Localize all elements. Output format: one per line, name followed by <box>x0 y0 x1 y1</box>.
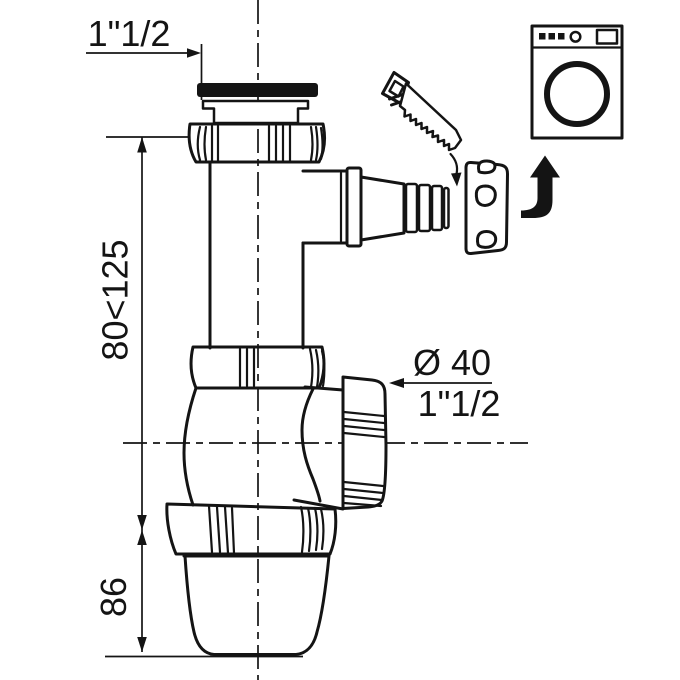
inlet-union-nut <box>187 122 327 164</box>
trap-body <box>182 385 345 511</box>
dim-inlet-thread: 1"1/2 <box>86 13 203 100</box>
outlet-diameter-label: Ø 40 <box>413 342 491 383</box>
control-buttons <box>539 33 565 40</box>
cup-nut-knurling <box>207 504 325 555</box>
siphon-drawing <box>165 83 450 656</box>
door-window <box>544 61 610 127</box>
inlet-thread-label: 1"1/2 <box>88 13 171 54</box>
outlet-thread-label: 1"1/2 <box>418 383 501 424</box>
outlet-nut-knurling <box>342 410 386 508</box>
program-knob <box>569 30 582 43</box>
dim-cup-height: 86 <box>93 530 303 658</box>
dim-height-range: 80<125 <box>95 136 189 652</box>
dim-outlet: Ø 40 1"1/2 <box>389 342 500 424</box>
branch-flange-ring <box>345 166 363 248</box>
machine-outlet-branch <box>301 166 450 248</box>
barb-ribs <box>404 182 450 234</box>
outlet-boss-top <box>303 385 345 392</box>
dimension-annotations: 1"1/2 80<125 86 Ø 40 1"1/2 <box>86 13 500 658</box>
hand-saw-icon <box>381 71 463 152</box>
washing-machine-icon <box>530 24 624 140</box>
inlet-tube <box>208 160 305 350</box>
hose-union-nut <box>464 159 509 256</box>
outlet-union-nut <box>341 375 388 510</box>
body-nut-knurling <box>238 347 326 389</box>
cup-union-nut <box>165 502 338 556</box>
height-range-label: 80<125 <box>95 239 136 360</box>
flange-neck <box>201 99 310 125</box>
connect-up-arrow-icon <box>521 155 560 218</box>
sink-waste-flange <box>197 83 318 125</box>
flange-seal-bar <box>197 83 318 97</box>
cup-height-label: 86 <box>93 577 134 617</box>
cut-direction-arrow-icon <box>449 152 462 187</box>
saw-blade <box>398 82 463 152</box>
hose-nut-holes <box>474 159 498 249</box>
barb-cone <box>359 175 406 242</box>
detergent-drawer <box>595 28 619 45</box>
trap-cup <box>182 554 331 656</box>
inlet-nut-knurling <box>196 124 324 163</box>
